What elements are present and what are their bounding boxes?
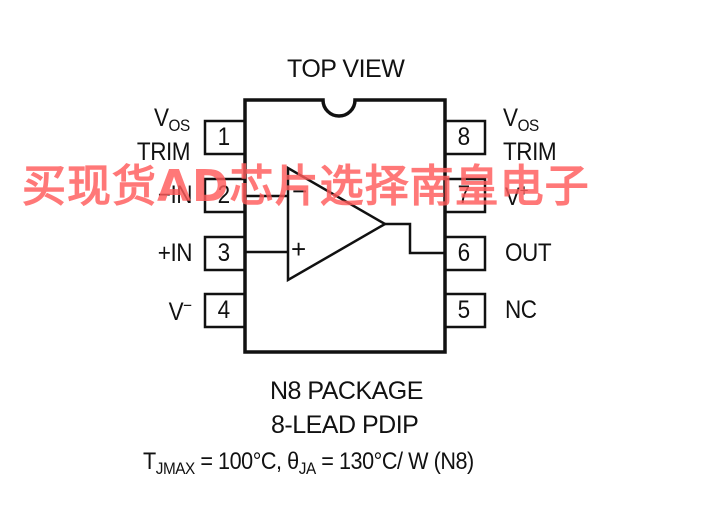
watermark-text: 买现货AD芯片选择南皇电子	[22, 161, 590, 212]
pin-label-1-line2: TRIM	[136, 138, 191, 166]
pin-label-6: OUT	[505, 239, 552, 267]
pin-label-7: V+	[505, 181, 529, 211]
pin-label-2: −IN	[157, 181, 193, 209]
pin-number-6: 6	[457, 239, 471, 267]
pin-box-7	[443, 177, 487, 214]
pin-box-4	[203, 292, 247, 329]
pin-number-2: 2	[217, 181, 231, 209]
pin-number-5: 5	[457, 296, 471, 324]
pin-label-5: NC	[505, 296, 537, 324]
pin-number-8: 8	[457, 123, 471, 151]
package-name: N8 PACKAGE	[270, 377, 423, 405]
pin-number-7: 7	[457, 181, 471, 209]
pin-label-4: V−	[168, 296, 193, 326]
pin-number-3: 3	[217, 239, 231, 267]
pin-label-3: +IN	[157, 239, 193, 267]
view-label: TOP VIEW	[287, 55, 405, 83]
wire-output	[385, 222, 445, 255]
thermal-spec: TJMAX = 100°C, θJA = 130°C/ W (N8)	[143, 448, 474, 478]
pin-label-8-line2: TRIM	[503, 138, 557, 166]
pin-number-4: 4	[217, 296, 231, 324]
pin-box-5	[443, 292, 487, 329]
pin-number-1: 1	[217, 123, 231, 151]
pin-label-1: VOS	[154, 104, 190, 135]
opamp-triangle	[286, 165, 388, 283]
pin-box-3	[203, 235, 247, 272]
package-outline	[243, 98, 447, 354]
pin-label-8: VOS	[503, 104, 539, 135]
opamp-minus-symbol: −	[292, 176, 308, 206]
pin-box-8	[443, 119, 487, 156]
package-type: 8-LEAD PDIP	[271, 411, 419, 439]
opamp-plus-symbol: +	[291, 234, 307, 264]
pin-box-1	[203, 119, 247, 156]
